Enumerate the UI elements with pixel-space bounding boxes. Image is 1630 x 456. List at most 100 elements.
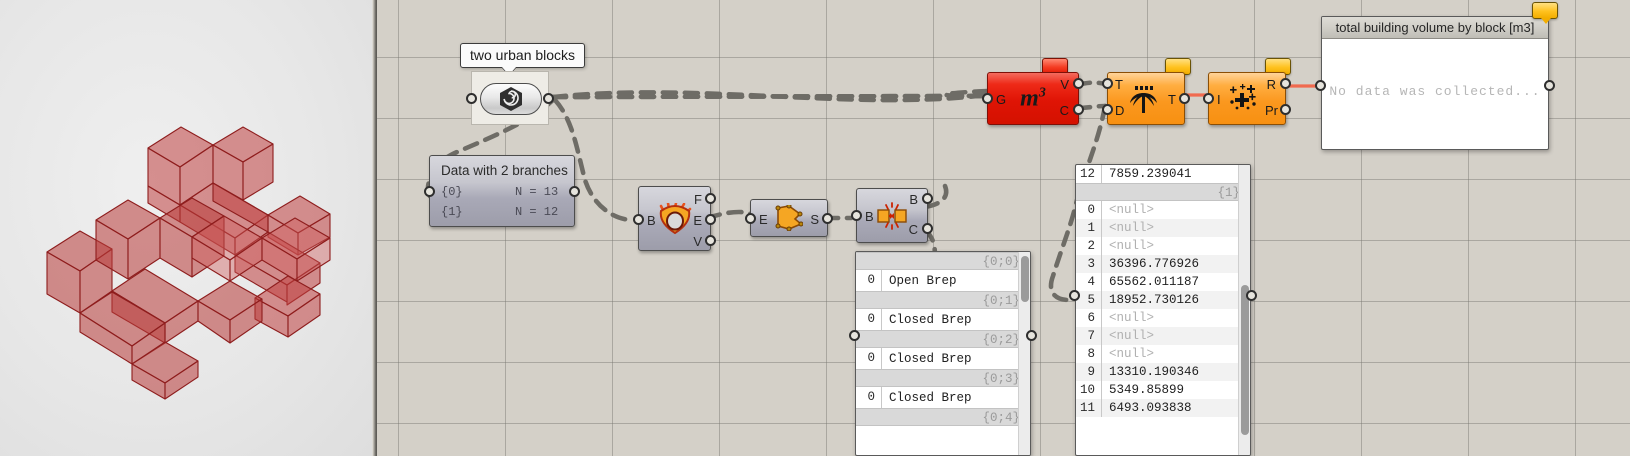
port-label-F: F (694, 192, 702, 207)
volume-row-index: 3 (1076, 255, 1102, 273)
result-panel[interactable]: total building volume by block [m3] No d… (1321, 16, 1549, 150)
volume-row-value: <null> (1109, 311, 1155, 325)
volume-row-value: <null> (1109, 203, 1155, 217)
volume-row-value: <null> (1109, 239, 1155, 253)
tree-output-grip[interactable] (1179, 93, 1190, 104)
volume-input-grip[interactable] (982, 93, 993, 104)
port-label-I: I (1217, 92, 1221, 107)
grasshopper-canvas[interactable]: two urban blocks Data with 2 branches {0… (377, 0, 1630, 456)
component-boundary-surface[interactable]: E S (745, 199, 833, 237)
brep-row-value: Closed Brep (889, 312, 972, 327)
mass-addition-output-r-grip[interactable] (1280, 78, 1291, 89)
volume-row-value: <null> (1109, 347, 1155, 361)
geometry-param-capsule[interactable] (480, 83, 542, 115)
port-label-E: E (693, 213, 702, 228)
brep-panel-output-grip[interactable] (1026, 330, 1037, 341)
brep-row-value: Open Brep (889, 273, 957, 288)
volume-panel-branch-label: {1} (1076, 183, 1250, 201)
volume-row-index: 1 (1076, 219, 1102, 237)
param-viewer-input-grip[interactable] (424, 186, 435, 197)
volume-row-value: 13310.190346 (1109, 365, 1200, 379)
volume-m3-icon: m3 (1020, 85, 1046, 111)
volume-row: 6<null> (1076, 309, 1250, 327)
port-label-E-in: E (759, 212, 768, 227)
brep-panel-input-grip[interactable] (849, 330, 860, 341)
param-viewer-title: Data with 2 branches (441, 163, 568, 178)
brep-branch-label: {0;1} (856, 291, 1030, 309)
volume-panel-scrollbar[interactable] (1238, 165, 1250, 455)
result-panel-input-grip[interactable] (1315, 80, 1326, 91)
volume-panel-input-grip[interactable] (1069, 290, 1080, 301)
volume-panel-top-row: 12 7859.239041 (1076, 165, 1250, 183)
brep-join-output-b-grip[interactable] (922, 193, 933, 204)
deconstruct-brep-output-v-grip[interactable] (705, 235, 716, 246)
component-deconstruct-brep[interactable]: B F E V (633, 186, 716, 251)
component-volume[interactable]: G V C m3 (982, 72, 1084, 125)
deconstruct-brep-output-f-grip[interactable] (705, 193, 716, 204)
volume-row: 8<null> (1076, 345, 1250, 363)
component-brep-join[interactable]: B B C (851, 188, 933, 243)
brep-join-output-c-grip[interactable] (922, 223, 933, 234)
deconstruct-brep-input-grip[interactable] (633, 214, 644, 225)
port-label-T-in: T (1115, 77, 1123, 92)
nickname-balloon: two urban blocks (460, 43, 586, 68)
geometry-param-output-grip[interactable] (543, 93, 554, 104)
volume-row-index: 5 (1076, 291, 1102, 309)
port-label-R: R (1266, 77, 1276, 92)
volume-row-index: 0 (1076, 201, 1102, 219)
volume-row-index: 11 (1076, 399, 1102, 417)
viewport-canvas-divider[interactable] (372, 0, 377, 456)
volume-panel-output-grip[interactable] (1246, 290, 1257, 301)
volume-row-value: 5349.85899 (1109, 383, 1185, 397)
deconstruct-brep-output-e-grip[interactable] (705, 214, 716, 225)
volume-values-panel[interactable]: 12 7859.239041 {1} 0<null>1<null>2<null>… (1075, 164, 1251, 456)
brep-join-input-grip[interactable] (851, 210, 862, 221)
component-mass-addition[interactable]: I R Pr (1203, 72, 1291, 125)
brep-row-value: Closed Brep (889, 351, 972, 366)
geometry-param[interactable] (466, 71, 554, 125)
mass-addition-input-grip[interactable] (1203, 93, 1214, 104)
tree-input-t-grip[interactable] (1102, 78, 1113, 89)
boundary-surface-icon (775, 205, 803, 231)
volume-row-index: 10 (1076, 381, 1102, 399)
param-viewer-output-grip[interactable] (569, 186, 580, 197)
param-viewer-path-0: {0} (441, 185, 463, 199)
result-panel-output-grip[interactable] (1544, 80, 1555, 91)
param-viewer-count-0: N = 13 (515, 185, 559, 199)
volume-output-v-grip[interactable] (1073, 78, 1084, 89)
result-panel-title: total building volume by block [m3] (1322, 17, 1548, 39)
brep-panel-scrollbar[interactable] (1018, 252, 1030, 455)
result-panel-flag[interactable] (1532, 2, 1558, 24)
volume-row-index: 4 (1076, 273, 1102, 291)
volume-row: 10 5349.85899 (1076, 381, 1250, 399)
brep-row: 0 Open Brep (856, 270, 1030, 291)
param-viewer-count-1: N = 12 (515, 205, 559, 219)
mass-addition-output-pr-grip[interactable] (1280, 104, 1291, 115)
param-viewer-path-1: {1} (441, 205, 463, 219)
volume-row-index: 9 (1076, 363, 1102, 381)
port-label-D-in: D (1115, 103, 1125, 118)
brep-row-index: 0 (856, 270, 882, 291)
cluster-dots-icon (1230, 83, 1256, 109)
volume-output-c-grip[interactable] (1073, 104, 1084, 115)
volume-row-index: 7 (1076, 327, 1102, 345)
volume-panel-scroll-thumb[interactable] (1241, 285, 1249, 435)
port-label-V-out: V (1060, 77, 1069, 92)
boundary-surface-output-grip[interactable] (822, 213, 833, 224)
join-brep-icon (877, 201, 907, 230)
brep-panel-scroll-thumb[interactable] (1021, 256, 1029, 302)
brep-row-index: 0 (856, 348, 882, 369)
boundary-surface-input-grip[interactable] (745, 213, 756, 224)
tree-input-d-grip[interactable] (1102, 104, 1113, 115)
param-data-viewer[interactable]: Data with 2 branches {0} N = 13 {1} N = … (424, 155, 580, 227)
port-label-C-out2: C (1059, 103, 1069, 118)
component-tree-branch[interactable]: T D T (1102, 72, 1190, 125)
port-label-B: B (647, 213, 656, 228)
port-label-C-out: C (908, 222, 918, 237)
rhino-perspective-viewport[interactable] (0, 0, 372, 456)
geometry-param-input-grip[interactable] (466, 93, 477, 104)
